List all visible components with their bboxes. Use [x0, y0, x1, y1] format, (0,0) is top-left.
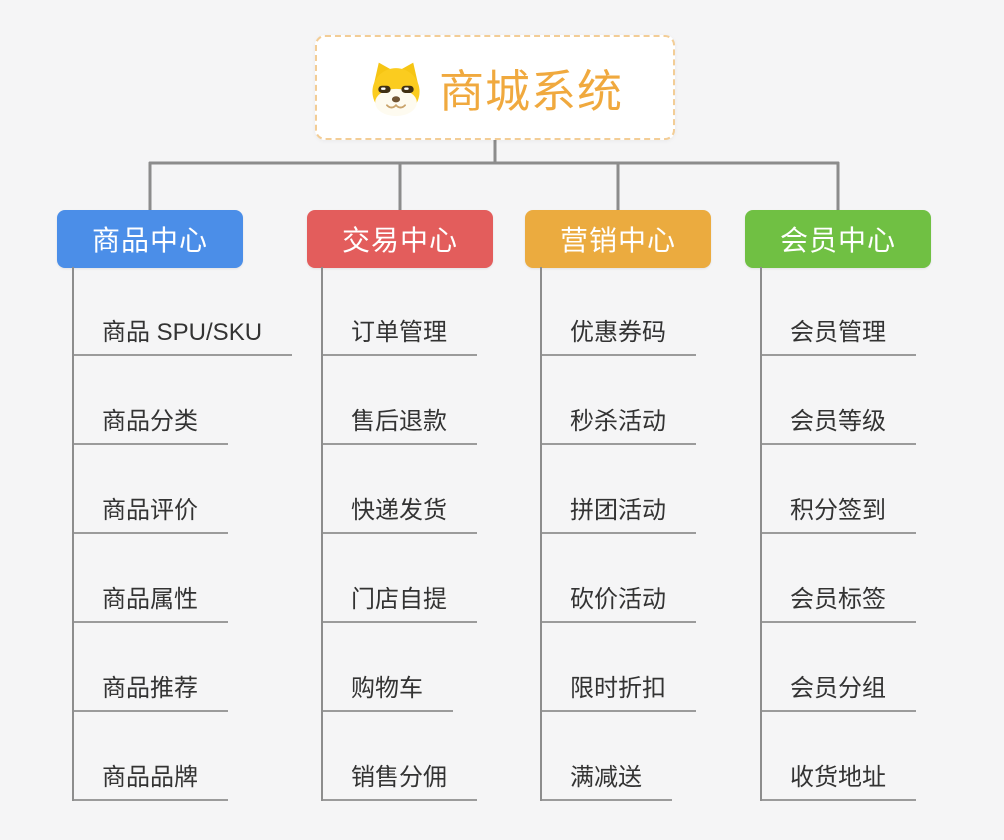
child-node[interactable]: 会员分组 — [762, 623, 916, 712]
branch-node-product-center[interactable]: 商品中心 — [57, 210, 243, 268]
child-node[interactable]: 售后退款 — [323, 356, 477, 445]
child-node[interactable]: 拼团活动 — [542, 445, 696, 534]
branch-children-marketing-center: 优惠券码 秒杀活动 拼团活动 砍价活动 限时折扣 满减送 — [540, 267, 696, 801]
child-node[interactable]: 订单管理 — [323, 267, 477, 356]
child-node[interactable]: 商品分类 — [74, 356, 292, 445]
root-node[interactable]: 商城系统 — [315, 35, 675, 140]
child-node[interactable]: 销售分佣 — [323, 712, 477, 801]
branch-label: 交易中心 — [341, 225, 458, 256]
child-node[interactable]: 会员管理 — [762, 267, 916, 356]
child-node-label[interactable]: 快递发货 — [323, 490, 477, 534]
child-node-label[interactable]: 秒杀活动 — [542, 401, 696, 445]
child-node[interactable]: 限时折扣 — [542, 623, 696, 712]
branch-children-trade-center: 订单管理 售后退款 快递发货 门店自提 购物车 销售分佣 — [321, 267, 477, 801]
child-node[interactable]: 快递发货 — [323, 445, 477, 534]
doge-icon — [372, 62, 420, 116]
child-node[interactable]: 商品品牌 — [74, 712, 292, 801]
branch-label: 会员中心 — [779, 225, 896, 256]
child-node-label[interactable]: 会员分组 — [762, 668, 916, 712]
child-node-label[interactable]: 拼团活动 — [542, 490, 696, 534]
child-node-label[interactable]: 订单管理 — [323, 312, 477, 356]
root-title: 商城系统 — [438, 66, 623, 117]
branch-children-product-center: 商品 SPU/SKU 商品分类 商品评价 商品属性 商品推荐 商品品牌 — [72, 267, 293, 801]
child-node-label[interactable]: 优惠券码 — [542, 312, 696, 356]
child-node-label[interactable]: 会员等级 — [762, 401, 916, 445]
branch-children-member-center: 会员管理 会员等级 积分签到 会员标签 会员分组 收货地址 — [760, 267, 916, 801]
child-node-label[interactable]: 商品评价 — [74, 490, 228, 534]
branch-node-member-center[interactable]: 会员中心 — [745, 210, 931, 268]
branch-label: 商品中心 — [91, 225, 208, 256]
child-node[interactable]: 商品评价 — [74, 445, 292, 534]
child-node[interactable]: 优惠券码 — [542, 267, 696, 356]
child-node[interactable]: 商品属性 — [74, 534, 292, 623]
child-node-label[interactable]: 商品品牌 — [74, 757, 228, 801]
child-node[interactable]: 商品 SPU/SKU — [74, 267, 293, 356]
branch-node-marketing-center[interactable]: 营销中心 — [525, 210, 711, 268]
child-node[interactable]: 会员等级 — [762, 356, 916, 445]
child-node-label[interactable]: 会员标签 — [762, 579, 916, 623]
child-node[interactable]: 会员标签 — [762, 534, 916, 623]
child-node-label[interactable]: 商品推荐 — [74, 668, 228, 712]
child-node[interactable]: 秒杀活动 — [542, 356, 696, 445]
child-node-label[interactable]: 购物车 — [323, 668, 453, 712]
child-node-label[interactable]: 满减送 — [542, 757, 672, 801]
child-node-label[interactable]: 限时折扣 — [542, 668, 696, 712]
child-node-label[interactable]: 商品 SPU/SKU — [74, 312, 293, 356]
child-node[interactable]: 满减送 — [542, 712, 696, 801]
child-node-label[interactable]: 商品属性 — [74, 579, 228, 623]
child-node[interactable]: 积分签到 — [762, 445, 916, 534]
child-node[interactable]: 门店自提 — [323, 534, 477, 623]
branch-label: 营销中心 — [559, 225, 676, 256]
child-node-label[interactable]: 会员管理 — [762, 312, 916, 356]
child-node-label[interactable]: 砍价活动 — [542, 579, 696, 623]
child-node[interactable]: 砍价活动 — [542, 534, 696, 623]
child-node-label[interactable]: 门店自提 — [323, 579, 477, 623]
child-node-label[interactable]: 收货地址 — [762, 757, 916, 801]
child-node-label[interactable]: 销售分佣 — [323, 757, 477, 801]
child-node-label[interactable]: 售后退款 — [323, 401, 477, 445]
child-node[interactable]: 购物车 — [323, 623, 477, 712]
child-node[interactable]: 商品推荐 — [74, 623, 292, 712]
child-node[interactable]: 收货地址 — [762, 712, 916, 801]
branch-node-trade-center[interactable]: 交易中心 — [307, 210, 493, 268]
child-node-label[interactable]: 积分签到 — [762, 490, 916, 534]
child-node-label[interactable]: 商品分类 — [74, 401, 228, 445]
